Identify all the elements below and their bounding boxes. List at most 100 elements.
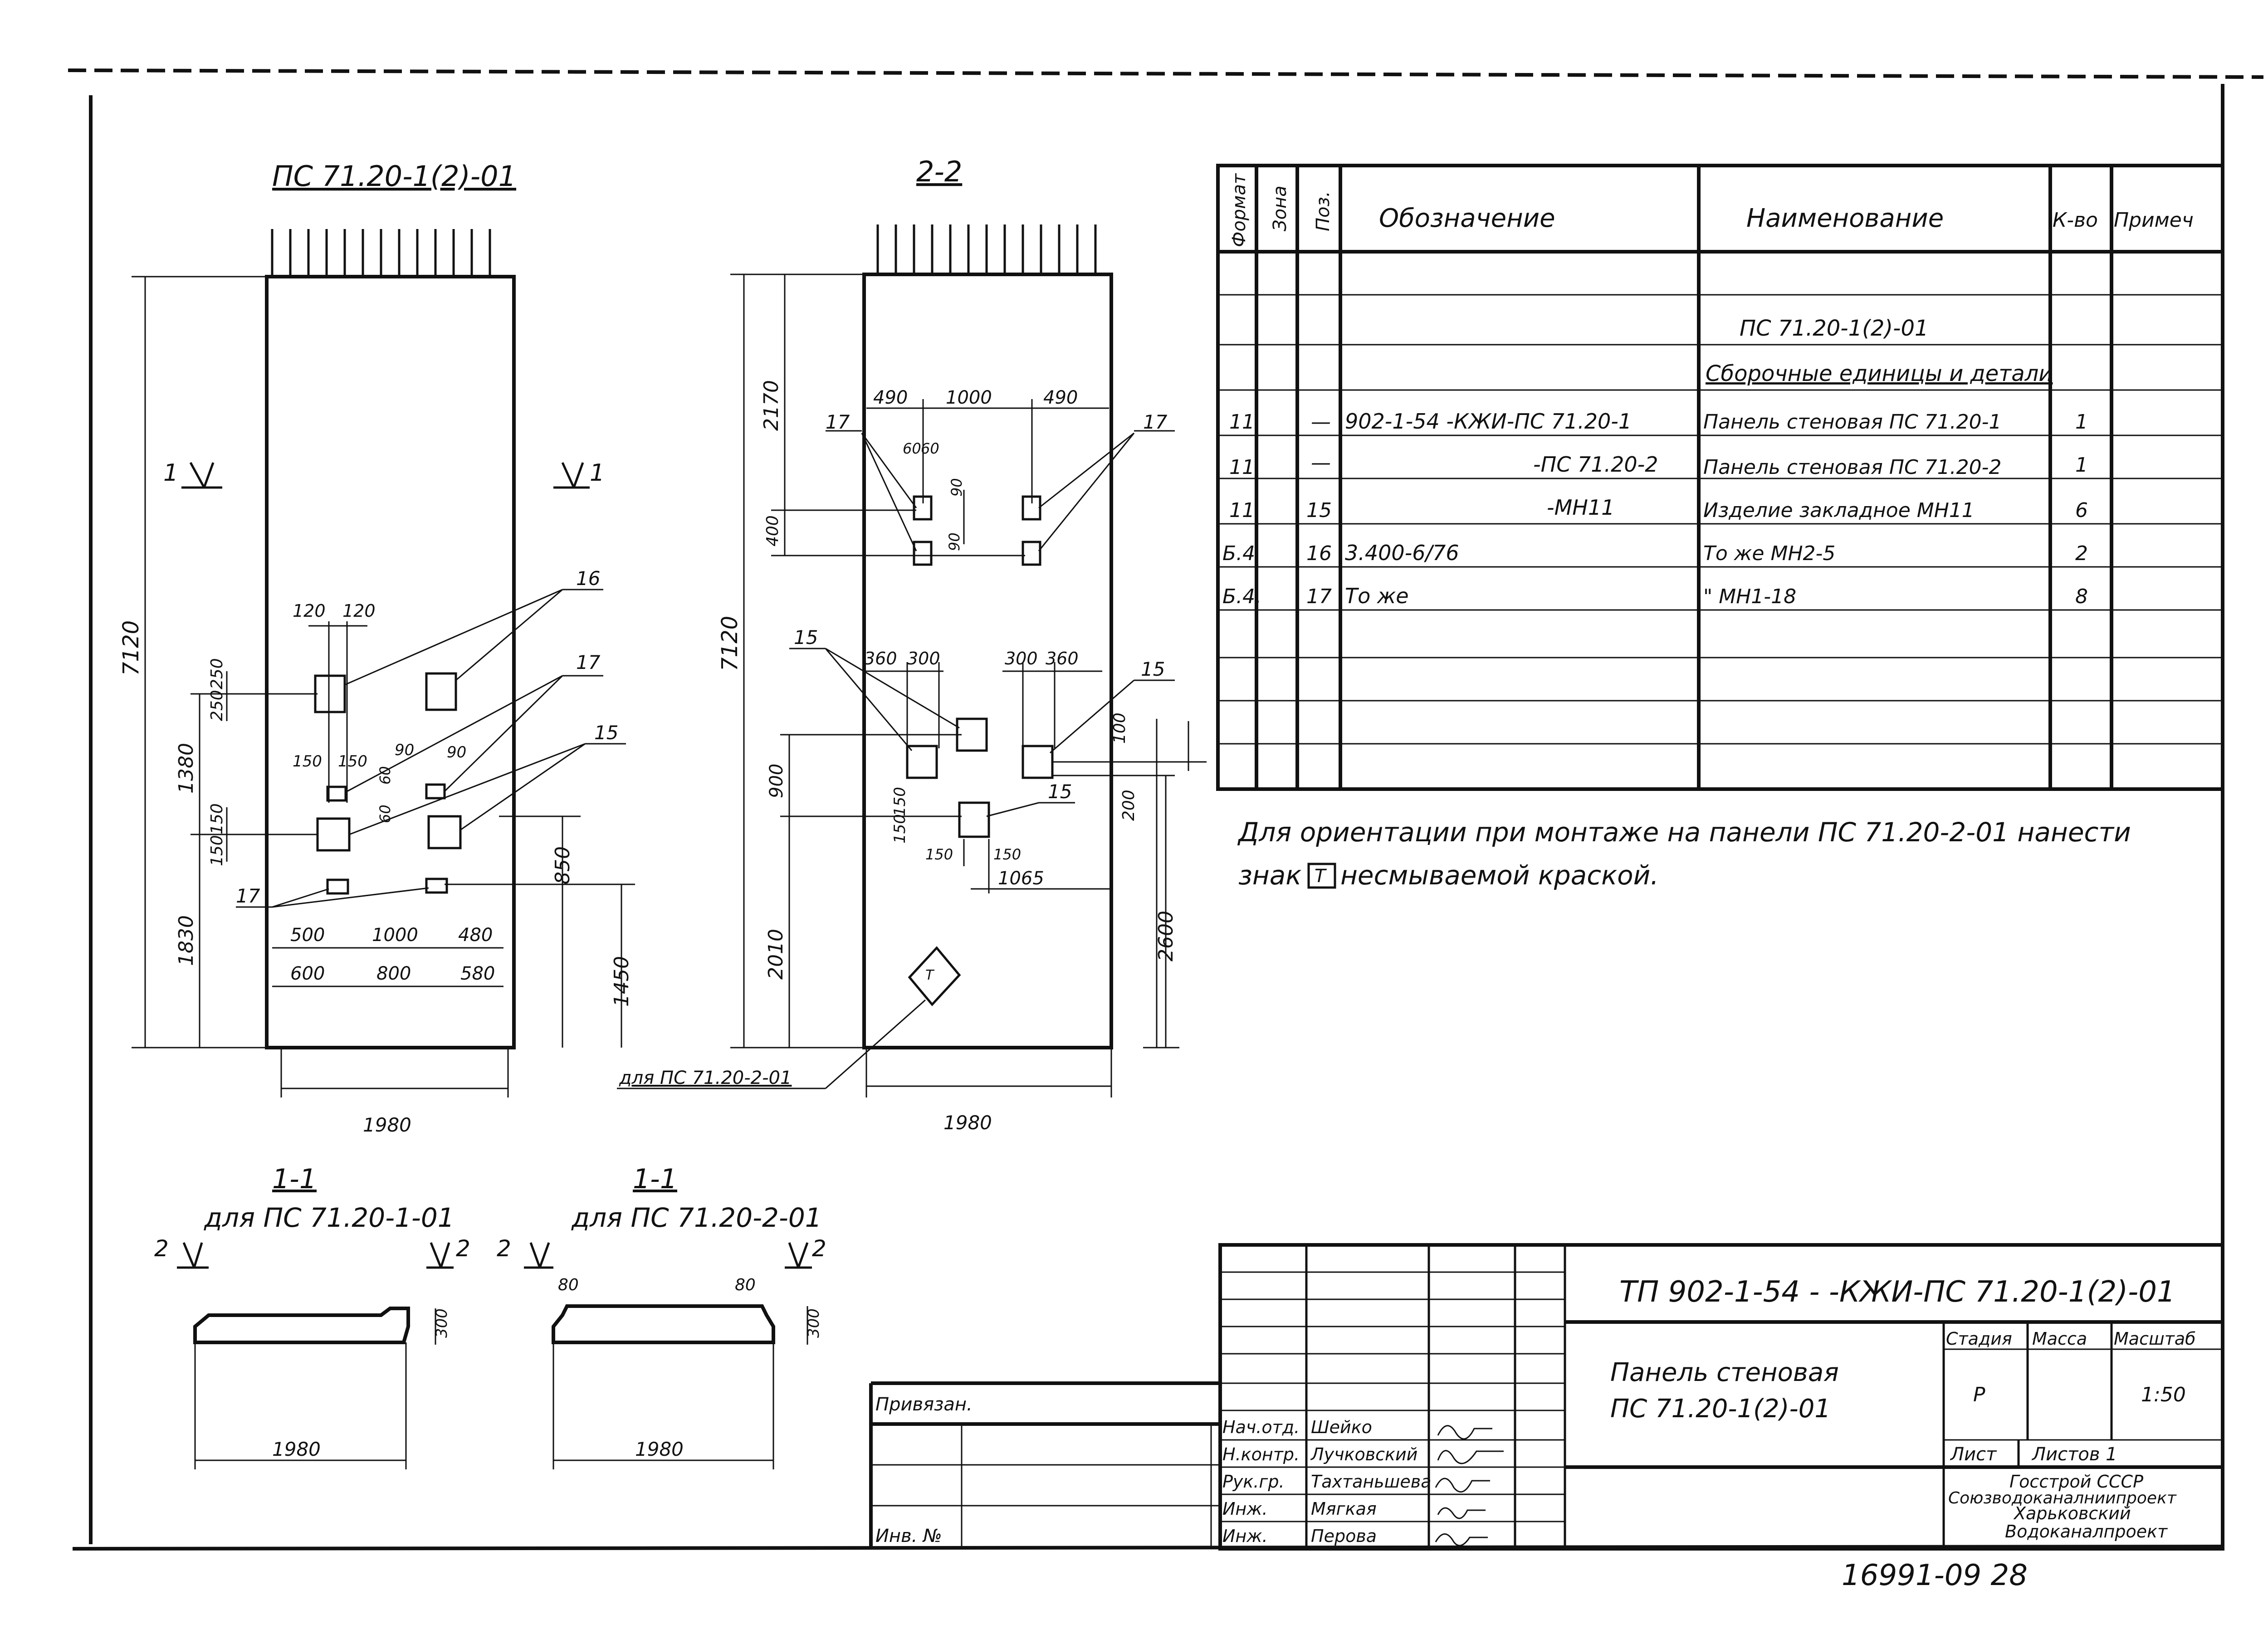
rebar-outlets-main xyxy=(271,229,491,277)
svg-text:80: 80 xyxy=(558,1276,579,1294)
sheet-number: 16991-09 28 xyxy=(1842,1559,2028,1592)
svg-text:2010: 2010 xyxy=(764,929,787,980)
svg-text:Формат: Формат xyxy=(1229,173,1250,247)
svg-text:11: 11 xyxy=(1229,499,1255,522)
svg-text:1-1: 1-1 xyxy=(272,1163,317,1195)
svg-text:17: 17 xyxy=(826,411,850,433)
svg-text:несмываемой краской.: несмываемой краской. xyxy=(1340,860,1659,891)
svg-text:90: 90 xyxy=(946,532,963,551)
svg-text:17: 17 xyxy=(576,651,601,673)
svg-text:3.400-6/76: 3.400-6/76 xyxy=(1345,541,1459,565)
embed-15-s-bot xyxy=(958,801,990,838)
svg-text:11: 11 xyxy=(1229,456,1255,479)
svg-text:Панель стеновая ПС 71.20-2: Панель стеновая ПС 71.20-2 xyxy=(1703,456,2002,479)
leader-note-2-01: для ПС 71.20-2-01 xyxy=(619,1068,792,1088)
svg-text:знак: знак xyxy=(1238,860,1301,891)
svg-text:2170: 2170 xyxy=(760,380,783,431)
svg-text:200: 200 xyxy=(1119,790,1138,821)
svg-text:902-1-54 -КЖИ-ПС 71.20-1: 902-1-54 -КЖИ-ПС 71.20-1 xyxy=(1345,409,1632,434)
svg-text:100: 100 xyxy=(1110,712,1129,744)
svg-text:300: 300 xyxy=(1005,649,1038,668)
svg-text:1380: 1380 xyxy=(175,743,198,794)
svg-text:Инж.: Инж. xyxy=(1222,1526,1268,1546)
svg-text:120: 120 xyxy=(342,601,376,621)
svg-text:К-во: К-во xyxy=(2053,209,2098,232)
svg-text:1:50: 1:50 xyxy=(2141,1383,2186,1406)
dims-main-left xyxy=(132,276,318,1049)
svg-text:11: 11 xyxy=(1229,410,1255,434)
svg-text:Инв. №: Инв. № xyxy=(875,1526,942,1546)
svg-text:Зона: Зона xyxy=(1270,185,1290,231)
svg-text:60: 60 xyxy=(903,440,921,457)
svg-text:Б.4: Б.4 xyxy=(1222,542,1255,565)
svg-text:Б.4.: Б.4. xyxy=(1222,585,1261,608)
svg-text:15: 15 xyxy=(1141,658,1165,680)
svg-text:Т: Т xyxy=(1315,866,1327,887)
svg-text:490: 490 xyxy=(1043,387,1078,408)
embed-15-s-left xyxy=(906,745,938,779)
svg-text:60: 60 xyxy=(921,440,939,457)
svg-text:ПС 71.20-1(2)-01: ПС 71.20-1(2)-01 xyxy=(1740,316,1929,341)
cut-mark-1-left: 1 xyxy=(163,459,222,489)
svg-text:1000: 1000 xyxy=(946,387,992,408)
svg-text:150: 150 xyxy=(208,803,226,834)
svg-text:Мягкая: Мягкая xyxy=(1311,1499,1377,1519)
svg-text:1: 1 xyxy=(590,459,605,487)
svg-text:То же: То же xyxy=(1345,584,1409,608)
svg-text:Наименование: Наименование xyxy=(1746,204,1944,233)
rebar-outlets-section xyxy=(876,224,1097,274)
svg-text:1980: 1980 xyxy=(363,1114,411,1136)
svg-text:2: 2 xyxy=(2075,542,2088,565)
title-block: Привязан. Инв. № ТП 902-1-54 - -КЖИ-ПС 7… xyxy=(869,1243,2224,1551)
embed-17-bot-left xyxy=(326,878,349,895)
svg-text:600: 600 xyxy=(290,963,325,984)
svg-text:1450: 1450 xyxy=(610,956,633,1007)
svg-text:500: 500 xyxy=(290,925,325,946)
svg-text:Союзводоканалниипроект: Союзводоканалниипроект xyxy=(1948,1489,2177,1507)
dims-section-bottom xyxy=(865,1048,1112,1098)
svg-text:900: 900 xyxy=(766,764,787,798)
svg-text:150: 150 xyxy=(993,846,1021,863)
svg-text:То же МН2-5: То же МН2-5 xyxy=(1703,542,1835,565)
main-view-title: ПС 71.20-1(2)-01 xyxy=(272,160,516,193)
svg-text:1000: 1000 xyxy=(372,925,418,946)
dims-section-right xyxy=(1052,719,1207,1049)
embed-17-s-bl xyxy=(913,541,933,566)
embed-16-right xyxy=(425,672,457,711)
svg-text:1: 1 xyxy=(163,459,178,487)
svg-text:2: 2 xyxy=(812,1235,826,1262)
svg-text:Р: Р xyxy=(1973,1383,1985,1406)
dims-main-top-small xyxy=(308,621,367,803)
svg-text:Рук.гр.: Рук.гр. xyxy=(1222,1472,1285,1492)
svg-text:ТП 902-1-54 - -КЖИ-ПС 71.20: ТП 902-1-54 - -КЖИ-ПС 71.20-1(2)-01 xyxy=(1619,1275,2175,1309)
svg-text:Сборочные единицы и детали: Сборочные единицы и детали xyxy=(1706,361,2053,386)
svg-text:300: 300 xyxy=(907,649,940,668)
svg-text:1: 1 xyxy=(2075,454,2088,477)
svg-text:300: 300 xyxy=(805,1308,823,1338)
svg-text:300: 300 xyxy=(433,1308,451,1338)
panel-outline-section xyxy=(862,273,1113,1049)
section-1-1-a: 1-1 для ПС 71.20-1-01 2 2 300 1980 xyxy=(154,1163,470,1469)
svg-text:Госстрой СССР: Госстрой СССР xyxy=(2009,1472,2143,1492)
svg-text:-ПС 71.20-2: -ПС 71.20-2 xyxy=(1533,452,1658,477)
svg-text:—: — xyxy=(1311,410,1331,434)
svg-text:150: 150 xyxy=(891,814,909,844)
svg-text:15: 15 xyxy=(1306,499,1332,522)
embed-17-top-left xyxy=(326,785,347,802)
leaders-main xyxy=(236,589,626,908)
svg-text:Масштаб: Масштаб xyxy=(2114,1329,2196,1349)
embed-17-s-br xyxy=(1022,541,1041,566)
svg-text:580: 580 xyxy=(460,963,495,984)
dims-section-top xyxy=(866,399,1109,544)
svg-text:15: 15 xyxy=(794,626,818,649)
svg-text:Т: Т xyxy=(925,967,935,983)
svg-text:Инж.: Инж. xyxy=(1222,1499,1268,1519)
svg-text:150: 150 xyxy=(925,846,953,863)
svg-text:90: 90 xyxy=(948,478,965,497)
svg-text:2: 2 xyxy=(456,1235,470,1262)
svg-text:-МН11: -МН11 xyxy=(1547,495,1614,520)
svg-text:2600: 2600 xyxy=(1154,911,1178,961)
spec-table: Формат Зона Поз. Обозначение Наименовани… xyxy=(1216,164,2224,791)
svg-text:480: 480 xyxy=(458,925,493,946)
svg-text:" МН1-18: " МН1-18 xyxy=(1703,585,1796,608)
